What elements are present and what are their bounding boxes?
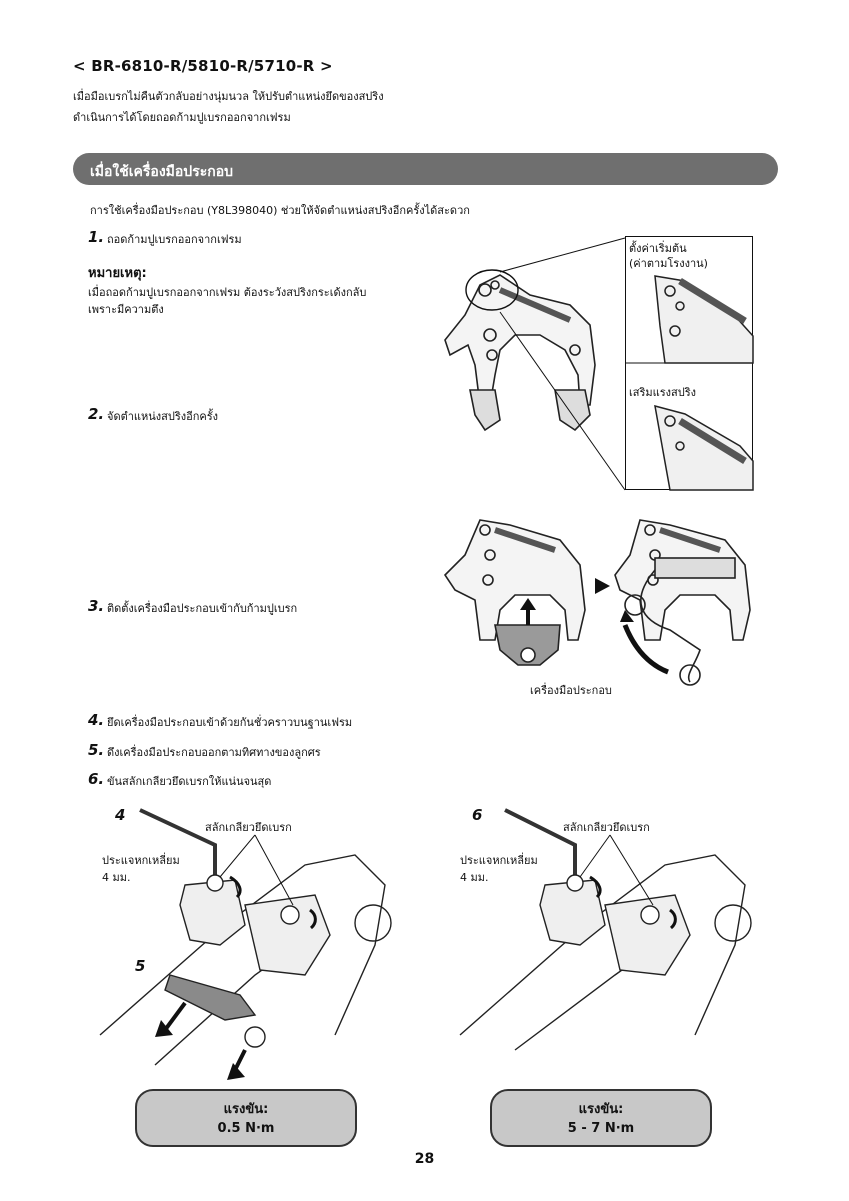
right-mount-diagram	[459, 808, 752, 1051]
left-fig-num-5: 5	[135, 957, 146, 975]
right-key-label-1: ประแจหกเหลี่ยม	[460, 854, 538, 867]
step-6-text: ขันสลักเกลียวยึดเบรกให้แน่นจนสุด	[107, 775, 272, 788]
step-2-text: จัดตำแหน่งสปริงอีกครั้ง	[107, 410, 219, 423]
section-title: เมื่อใช้เครื่องมือประกอบ	[90, 164, 234, 180]
step-3-number: 3.	[88, 597, 105, 615]
section-lead: การใช้เครื่องมือประกอบ (Y8L398040) ช่วยใ…	[90, 204, 470, 217]
page-title: < BR-6810-R/5810-R/5710-R >	[73, 57, 333, 75]
step-1-text: ถอดก้ามปูเบรกออกจากเฟรม	[107, 233, 242, 246]
note-line-2: เพราะมีความตึง	[88, 303, 164, 316]
step-6-number: 6.	[88, 770, 105, 788]
left-bolt-label: สลักเกลียวยึดเบรก	[205, 821, 292, 834]
step-5-number: 5.	[88, 741, 105, 759]
step-4-text: ยึดเครื่องมือประกอบเข้าด้วยกันชั่วคราวบน…	[107, 716, 353, 729]
torque-right-label: แรงขัน:	[578, 1102, 624, 1117]
note-heading: หมายเหตุ:	[88, 266, 147, 281]
inset-top-label-1: ตั้งค่าเริ่มต้น	[629, 242, 687, 255]
torque-right-value: 5 - 7 N·m	[567, 1121, 635, 1136]
page-number: 28	[414, 1151, 435, 1167]
step-3-text: ติดตั้งเครื่องมือประกอบเข้ากับก้ามปูเบรก	[107, 602, 298, 615]
torque-left-label: แรงขัน:	[223, 1102, 269, 1117]
right-bolt-label: สลักเกลียวยึดเบรก	[563, 821, 650, 834]
right-fig-num-6: 6	[472, 806, 483, 824]
tool-label: เครื่องมือประกอบ	[530, 684, 612, 697]
caliper-diagram	[444, 269, 596, 432]
left-key-label-2: 4 มม.	[102, 871, 131, 884]
torque-left-value: 0.5 N·m	[217, 1121, 275, 1136]
intro-line-2: ดำเนินการได้โดยถอดก้ามปูเบรกออกจากเฟรม	[73, 111, 291, 124]
note-line-1: เมื่อถอดก้ามปูเบรกออกจากเฟรม ต้องระวังสป…	[88, 286, 367, 299]
left-fig-num-4: 4	[115, 806, 126, 824]
step-5-text: ดึงเครื่องมือประกอบออกตามทิศทางของลูกศร	[107, 746, 321, 759]
left-key-label-1: ประแจหกเหลี่ยม	[102, 854, 180, 867]
torque-badge-right: แรงขัน: 5 - 7 N·m	[490, 1089, 712, 1147]
step-4-number: 4.	[88, 711, 105, 729]
intro-line-1: เมื่อมือเบรกไม่คืนตัวกลับอย่างนุ่มนวล ให…	[73, 90, 384, 103]
section-bar	[73, 153, 778, 185]
tool-install-diagram	[443, 519, 751, 686]
inset-top-label-2: (ค่าตามโรงงาน)	[629, 257, 708, 270]
inset-box	[625, 236, 754, 491]
step-1-number: 1.	[88, 228, 105, 246]
torque-badge-left: แรงขัน: 0.5 N·m	[135, 1089, 357, 1147]
step-2-number: 2.	[88, 405, 105, 423]
left-mount-diagram	[99, 808, 392, 1080]
inset-bottom-label: เสริมแรงสปริง	[629, 386, 696, 399]
right-key-label-2: 4 มม.	[460, 871, 489, 884]
